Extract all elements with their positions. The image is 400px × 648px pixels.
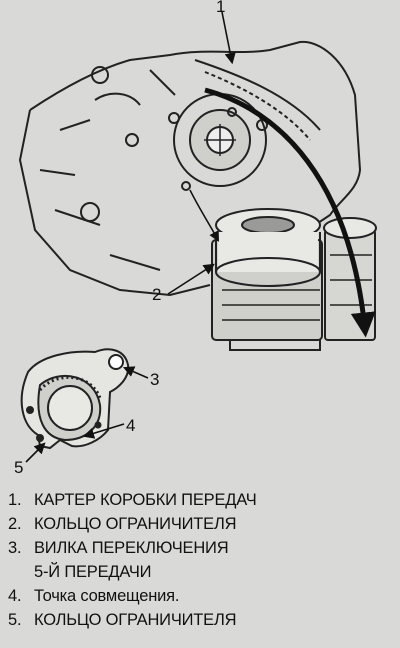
shift-fork-detail: [20, 348, 130, 450]
callout-4-line: [82, 423, 125, 439]
legend-text: Точка совмещения.: [34, 587, 180, 605]
gear-assembly: [211, 208, 377, 351]
legend-item: 2. КОЛЬЦО ОГРАНИЧИТЕЛЯ: [8, 512, 398, 536]
legend-number: 4.: [8, 587, 22, 605]
legend-text: ВИЛКА ПЕРЕКЛЮЧЕНИЯ 5-Й ПЕРЕДАЧИ: [34, 539, 229, 581]
legend-text: КОЛЬЦО ОГРАНИЧИТЕЛЯ: [34, 515, 237, 533]
legend-text: КАРТЕР КОРОБКИ ПЕРЕДАЧ: [34, 491, 257, 509]
callout-1-line: [221, 11, 236, 65]
legend-number: 2.: [8, 515, 22, 533]
legend-item: 4. Точка совмещения.: [8, 584, 398, 608]
callout-3: 3: [150, 370, 160, 389]
callout-3-line: [122, 366, 149, 379]
guide-arrow: [189, 189, 219, 242]
callout-5: 5: [14, 458, 24, 477]
legend-number: 1.: [8, 491, 22, 509]
callout-5-line: [25, 442, 46, 463]
legend-text: КОЛЬЦО ОГРАНИЧИТЕЛЯ: [34, 611, 237, 629]
rotation-arrow: [204, 87, 376, 338]
gearbox-diagram: [18, 11, 377, 463]
callout-1: 1: [216, 0, 226, 16]
legend-number: 3.: [8, 539, 22, 557]
callout-2: 2: [152, 285, 162, 304]
legend-item: 5. КОЛЬЦО ОГРАНИЧИТЕЛЯ: [8, 608, 398, 632]
legend-item: 1. КАРТЕР КОРОБКИ ПЕРЕДАЧ: [8, 488, 398, 512]
callout-2-line: [167, 263, 215, 295]
legend-number: 5.: [8, 611, 22, 629]
legend-item: 3. ВИЛКА ПЕРЕКЛЮЧЕНИЯ 5-Й ПЕРЕДАЧИ: [8, 536, 398, 584]
callout-4: 4: [126, 416, 136, 435]
legend-list: 1. КАРТЕР КОРОБКИ ПЕРЕДАЧ 2. КОЛЬЦО ОГРА…: [8, 488, 398, 632]
